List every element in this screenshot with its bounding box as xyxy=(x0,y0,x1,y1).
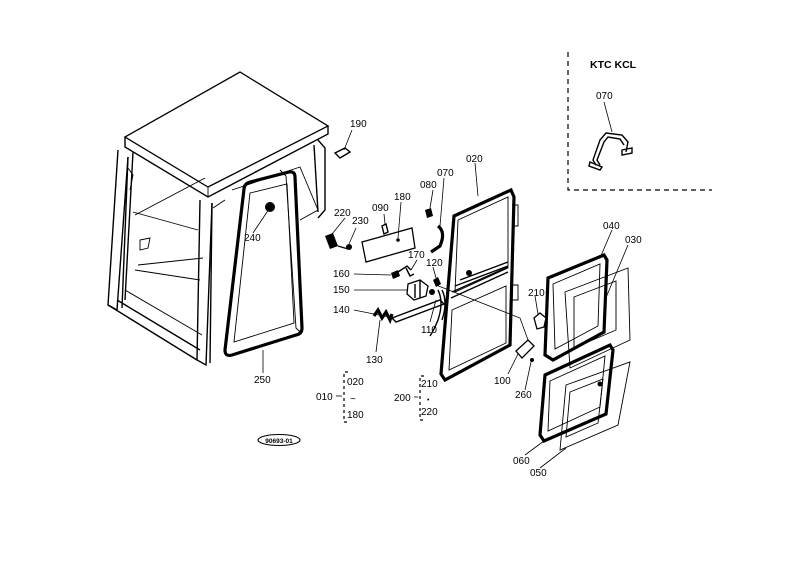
nut-230-part xyxy=(346,244,352,250)
door-250-part xyxy=(223,169,304,358)
callout-060: 060 xyxy=(513,456,530,467)
group-200-end: 220 xyxy=(421,407,438,418)
cab-frame-part xyxy=(107,71,330,367)
lock-150-part xyxy=(406,279,429,301)
variant-part-label: 070 xyxy=(596,91,613,102)
callout-260: 260 xyxy=(515,390,532,401)
group-200-start: 210 xyxy=(421,379,438,390)
callout-020: 020 xyxy=(466,154,483,165)
callout-190: 190 xyxy=(350,119,367,130)
callout-210: 210 xyxy=(528,288,545,299)
group-200-dot: • xyxy=(427,397,430,404)
small-parts xyxy=(325,147,547,362)
group-200: 200 210 • 220 xyxy=(394,375,438,421)
callout-040: 040 xyxy=(603,221,620,232)
callouts: 190 020 080 070 090 180 220 230 240 170 … xyxy=(244,119,642,479)
callout-050: 050 xyxy=(530,468,547,479)
variant-title: KTC KCL xyxy=(590,59,637,71)
link-110-part xyxy=(429,289,442,337)
bolt-090-part xyxy=(381,222,389,236)
callout-170: 170 xyxy=(408,250,425,261)
callout-090: 090 xyxy=(372,203,389,214)
callout-110: 110 xyxy=(421,325,437,336)
group-010-tilde: ~ xyxy=(350,394,356,405)
spring-130-part xyxy=(372,306,394,325)
glass-050-part xyxy=(559,361,631,451)
variant-box: KTC KCL 070 xyxy=(567,52,712,191)
pin-190-part xyxy=(333,147,352,159)
leader-lines xyxy=(252,129,629,469)
callout-240: 240 xyxy=(244,233,261,244)
hinge-210-part xyxy=(533,312,547,330)
latch-100-part xyxy=(515,339,535,359)
plate-180-part xyxy=(361,227,416,263)
callout-080: 080 xyxy=(420,180,437,191)
group-010-label: 010 xyxy=(316,392,333,403)
clip-080-part xyxy=(425,208,433,218)
part-120 xyxy=(433,277,441,287)
stud-220-part xyxy=(325,233,338,249)
screw-260-part xyxy=(530,358,534,362)
callout-150: 150 xyxy=(333,285,350,296)
callout-120: 120 xyxy=(426,258,443,269)
callout-070: 070 xyxy=(437,168,454,179)
drawing-id-stamp: 90693-01 xyxy=(257,433,301,447)
part-160 xyxy=(391,270,400,279)
callout-130: 130 xyxy=(366,355,383,366)
callout-160: 160 xyxy=(333,269,350,280)
group-010-start: 020 xyxy=(347,377,364,388)
handle-070-part xyxy=(430,224,445,254)
window-frame-040-part xyxy=(543,252,609,362)
callout-140: 140 xyxy=(333,305,350,316)
glass-030-part xyxy=(564,267,631,369)
group-200-label: 200 xyxy=(394,393,411,404)
callout-220: 220 xyxy=(334,208,351,219)
door-glass-020-part xyxy=(435,187,529,383)
callout-030: 030 xyxy=(625,235,642,246)
drawing-id: 90693-01 xyxy=(265,438,293,445)
callout-100: 100 xyxy=(494,376,511,387)
rod-140-part xyxy=(390,299,446,323)
pivot-240-part xyxy=(265,202,275,212)
callout-230: 230 xyxy=(352,216,369,227)
callout-180: 180 xyxy=(394,192,411,203)
handle-bracket-part xyxy=(588,132,633,171)
group-010: 010 020 ~ 180 xyxy=(316,371,364,423)
group-010-end: 180 xyxy=(347,410,364,421)
callout-250: 250 xyxy=(254,375,271,386)
